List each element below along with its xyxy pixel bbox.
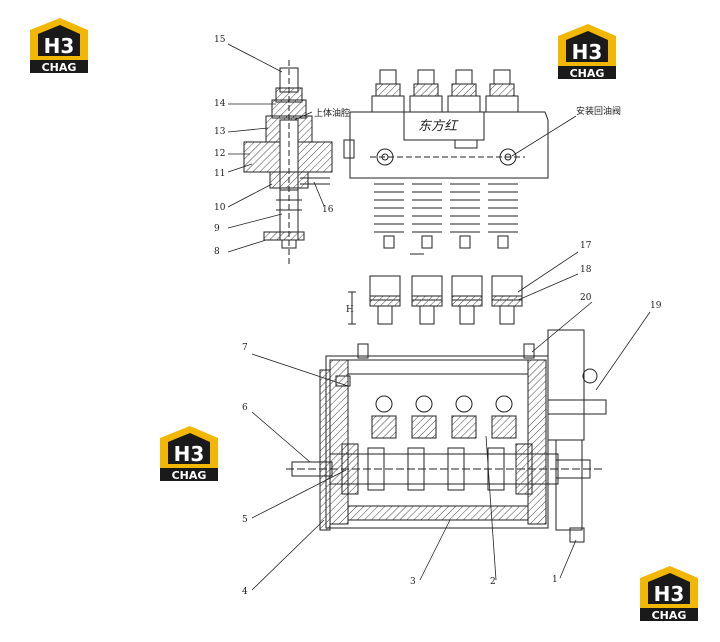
svg-text:H3: H3 <box>654 582 685 606</box>
label-19: 19 <box>650 301 662 311</box>
plunger-section-view <box>243 60 333 265</box>
label-18: 18 <box>580 265 592 275</box>
svg-text:CHAG: CHAG <box>652 609 687 622</box>
pump-elevation-view <box>343 69 549 255</box>
label-10: 10 <box>214 203 226 213</box>
label-2: 2 <box>490 577 496 587</box>
label-brand: 东方红 <box>418 119 459 134</box>
svg-text:H3: H3 <box>572 40 603 64</box>
label-7: 7 <box>242 343 248 353</box>
label-14: 14 <box>214 99 226 109</box>
label-15: 15 <box>214 35 226 45</box>
logo-top-left: H3 CHAG <box>28 16 90 74</box>
label-upper-oil-chamber: 上体油腔 <box>314 107 350 119</box>
label-16: 16 <box>322 205 334 215</box>
label-11: 11 <box>214 169 225 179</box>
label-4: 4 <box>242 587 248 597</box>
part-labels: 15 14 13 12 11 10 9 8 16 上体油腔 安装回油阀 东方红 … <box>214 35 662 597</box>
label-3: 3 <box>410 577 416 587</box>
leader-lines <box>227 43 651 591</box>
tappet-blocks <box>348 275 523 325</box>
logo-top-right: H3 CHAG <box>556 22 618 80</box>
label-6: 6 <box>242 403 248 413</box>
svg-text:CHAG: CHAG <box>570 67 605 80</box>
label-20: 20 <box>580 293 592 303</box>
label-12: 12 <box>214 149 225 159</box>
label-8: 8 <box>214 247 220 257</box>
plunger-springs <box>374 183 518 249</box>
label-13: 13 <box>214 127 226 137</box>
svg-text:CHAG: CHAG <box>42 61 77 74</box>
label-9: 9 <box>214 224 220 234</box>
svg-text:H3: H3 <box>174 442 205 466</box>
label-h: H <box>346 305 354 315</box>
delivery-valves <box>371 69 519 113</box>
logo-middle-left: H3 CHAG <box>158 424 220 482</box>
label-return-valve: 安装回油阀 <box>576 105 621 117</box>
camshaft-housing-section <box>286 329 607 543</box>
label-17: 17 <box>580 241 592 251</box>
svg-text:CHAG: CHAG <box>172 469 207 482</box>
svg-text:H3: H3 <box>44 34 75 58</box>
label-5: 5 <box>242 515 248 525</box>
logo-bottom-right: H3 CHAG <box>638 564 700 622</box>
label-1: 1 <box>552 575 558 585</box>
